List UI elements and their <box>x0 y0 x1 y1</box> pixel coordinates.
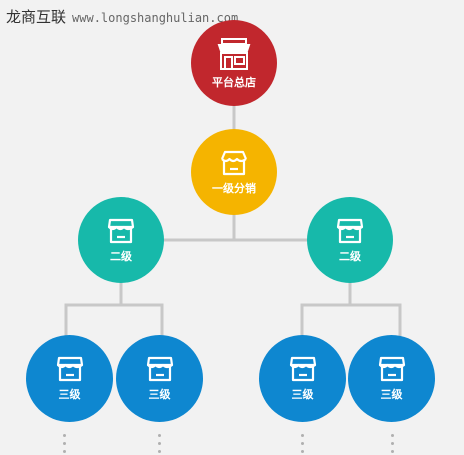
storefront-icon <box>217 37 251 70</box>
node-level2-right: 二级 <box>307 197 393 283</box>
continuation-dots <box>300 434 304 453</box>
node-label: 一级分销 <box>212 181 256 195</box>
node-label: 三级 <box>58 388 81 401</box>
shop-awning-icon <box>220 150 248 175</box>
continuation-dots <box>157 434 161 453</box>
node-level3-1: 三级 <box>26 335 113 422</box>
node-platform-store: 平台总店 <box>191 20 277 106</box>
shop-awning-icon <box>289 356 316 382</box>
shop-awning-icon <box>56 356 83 382</box>
node-label: 平台总店 <box>212 75 256 89</box>
node-label: 二级 <box>110 249 132 263</box>
node-label: 三级 <box>380 388 403 401</box>
node-label: 三级 <box>291 388 314 401</box>
connector-right-bracket <box>300 303 402 340</box>
connector-left-bracket <box>64 303 164 340</box>
shop-awning-icon <box>146 356 173 382</box>
node-level3-4: 三级 <box>348 335 435 422</box>
continuation-dots <box>62 434 66 453</box>
node-level3-2: 三级 <box>116 335 203 422</box>
watermark: 龙商互联 www.longshanghulian.com <box>6 6 238 27</box>
node-level2-left: 二级 <box>78 197 164 283</box>
continuation-dots <box>390 434 394 453</box>
node-label: 二级 <box>339 249 361 263</box>
watermark-url: www.longshanghulian.com <box>72 11 239 25</box>
node-level3-3: 三级 <box>259 335 346 422</box>
node-label: 三级 <box>148 388 171 401</box>
node-level1-distribution: 一级分销 <box>191 129 277 215</box>
watermark-brand: 龙商互联 <box>6 8 67 26</box>
shop-awning-icon <box>378 356 405 382</box>
shop-awning-icon <box>336 218 364 243</box>
shop-awning-icon <box>107 218 135 243</box>
